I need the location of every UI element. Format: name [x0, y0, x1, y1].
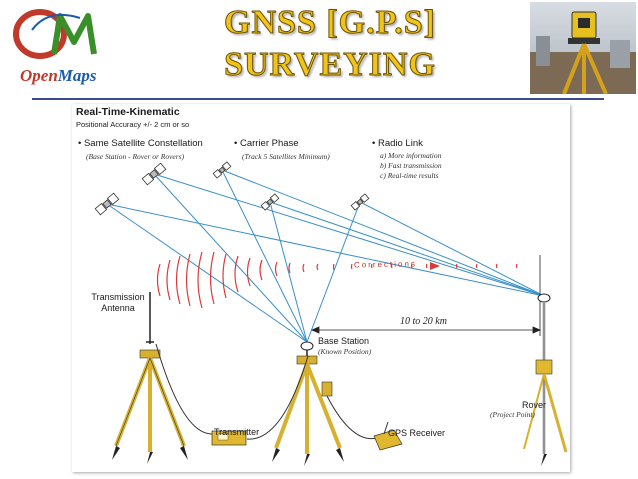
rtk-diagram: Real-Time-Kinematic Positional Accuracy …: [72, 104, 570, 472]
rover-note: (Project Point): [490, 410, 535, 419]
radio-heading: • Radio Link: [372, 138, 423, 149]
satellite-icon: [141, 162, 167, 186]
openmaps-logo: OpenMaps: [8, 4, 128, 90]
gps-receiver-device: [373, 421, 403, 451]
header-divider: [32, 98, 604, 100]
radio-item: a) More information: [380, 151, 442, 160]
base-station-label: Base Station: [318, 336, 370, 346]
rtk-title: Real-Time-Kinematic: [76, 106, 180, 118]
constellation-heading: • Same Satellite Constellation: [78, 138, 203, 149]
antenna-label-line1: Transmission: [91, 292, 145, 302]
satellite-icon: [212, 161, 232, 179]
transmission-antenna-tripod: [112, 292, 188, 464]
corrections-label: Corrections: [353, 259, 417, 270]
gps-receiver-label: GPS Receiver: [388, 428, 446, 438]
carrier-note: (Track 5 Satellites Minimum): [242, 152, 330, 161]
corrections-arrow-icon: [430, 262, 440, 270]
satellite-icon: [94, 192, 120, 216]
base-station-tripod: [272, 341, 344, 466]
rtk-diagram-drawing: [94, 161, 568, 466]
constellation-note: (Base Station - Rover or Rovers): [86, 152, 185, 161]
satellites: [94, 161, 370, 216]
satellite-icon: [350, 193, 370, 211]
rover-label: Rover: [522, 400, 547, 410]
rover-pole: [523, 293, 568, 466]
total-station-photo: [530, 2, 636, 94]
transmitter-label: Transmitter: [214, 427, 260, 437]
logo-text: OpenMaps: [20, 66, 97, 85]
rtk-accuracy: Positional Accuracy +/- 2 cm or so: [76, 120, 190, 129]
page-title-line2: SURVEYING: [224, 46, 436, 84]
satellite-signal-lines: [106, 169, 545, 343]
page-title-line1: GNSS [G.P.S]: [224, 4, 436, 42]
carrier-heading: • Carrier Phase: [234, 138, 299, 149]
distance-label: 10 to 20 km: [400, 316, 447, 327]
radio-item: b) Fast transmission: [380, 161, 442, 170]
om-monogram-icon: [13, 9, 97, 59]
cables: [155, 343, 378, 440]
radio-waves: [156, 251, 518, 309]
base-station-note: (Known Position): [318, 347, 372, 356]
radio-item: c) Real-time results: [380, 171, 439, 180]
distance-indicator: [310, 255, 542, 336]
satellite-icon: [260, 193, 280, 211]
antenna-label-line2: Antenna: [101, 303, 135, 313]
